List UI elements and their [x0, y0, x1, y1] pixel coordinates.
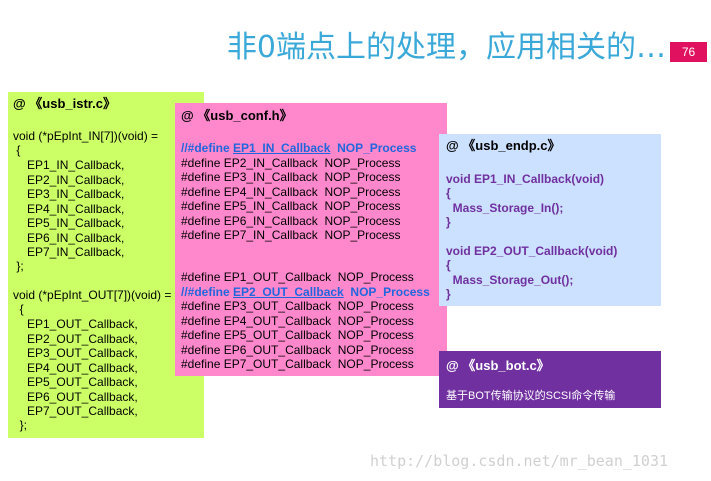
endp-fn2-close-brace: }	[446, 287, 451, 301]
define-line: #define EP7_IN_Callback NOP_Process	[181, 228, 400, 242]
istr-in-declaration: void (*pEpInt_IN[7])(void) =	[13, 129, 159, 143]
watermark: http://blog.csdn.net/mr_bean_1031	[370, 452, 669, 470]
bot-header: @ 《usb_bot.c》	[446, 358, 550, 373]
define-prefix: #define	[181, 170, 224, 184]
define-value: NOP_Process	[337, 270, 414, 284]
conf-header: @ 《usb_conf.h》	[181, 108, 293, 123]
callback-list-item: EP5_IN_Callback,	[27, 216, 125, 230]
define-value: NOP_Process	[337, 299, 414, 313]
define-prefix: #define	[181, 313, 224, 328]
callback-list-item: EP2_OUT_Callback,	[27, 331, 138, 346]
callback-list-item: EP7_IN_Callback,	[27, 245, 125, 259]
define-prefix: //#define	[181, 141, 234, 155]
endp-header: @ 《usb_endp.c》	[446, 138, 561, 153]
endp-fn1-open-brace: {	[446, 186, 451, 200]
usb-bot-panel: @ 《usb_bot.c》 基于BOT传输协议的SCSI命令传输	[439, 351, 661, 408]
define-prefix: #define	[181, 213, 224, 228]
istr-in-close-brace: };	[13, 259, 24, 273]
callback-list-item: EP2_IN_Callback,	[27, 172, 125, 187]
define-line: #define EP5_OUT_Callback NOP_Process	[181, 328, 414, 342]
usb-endp-panel: @ 《usb_endp.c》 void EP1_IN_Callback(void…	[439, 134, 661, 306]
define-line: #define EP6_OUT_Callback NOP_Process	[181, 343, 414, 357]
define-value: NOP_Process	[324, 213, 401, 228]
define-prefix: #define	[181, 270, 224, 284]
define-value: NOP_Process	[324, 199, 401, 213]
define-callback-name: EP4_OUT_Callback	[223, 313, 332, 328]
define-prefix: #define	[181, 199, 224, 213]
define-prefix: //#define	[181, 284, 234, 299]
istr-out-close-brace: };	[13, 418, 28, 432]
define-value: NOP_Process	[337, 328, 414, 342]
slide-title: 非0端点上的处理，应用相关的…	[226, 30, 666, 65]
define-line: #define EP7_OUT_Callback NOP_Process	[181, 357, 414, 371]
define-callback-name: EP4_IN_Callback	[223, 184, 318, 199]
define-value: NOP_Process	[337, 357, 414, 371]
istr-out-declaration: void (*pEpInt_OUT[7])(void) =	[13, 288, 172, 302]
endp-fn2-open-brace: {	[446, 258, 451, 272]
define-callback-name: EP5_OUT_Callback	[223, 328, 332, 342]
callback-list-item: EP3_OUT_Callback,	[27, 346, 138, 360]
define-line: #define EP6_IN_Callback NOP_Process	[181, 214, 400, 228]
define-callback-name: EP6_IN_Callback	[223, 213, 318, 228]
define-callback-name: EP3_IN_Callback	[223, 170, 318, 184]
define-prefix: #define	[181, 299, 224, 313]
istr-header: @ 《usb_istr.c》	[13, 96, 116, 111]
define-callback-name: EP3_OUT_Callback	[223, 299, 332, 313]
istr-in-open-brace: {	[13, 143, 21, 157]
define-line: //#define EP1_IN_Callback NOP_Process	[181, 141, 416, 155]
define-line: #define EP3_OUT_Callback NOP_Process	[181, 299, 414, 313]
define-callback-name: EP5_IN_Callback	[223, 199, 318, 213]
callback-list-item: EP5_OUT_Callback,	[27, 375, 138, 389]
define-line: #define EP3_IN_Callback NOP_Process	[181, 170, 400, 184]
callback-list-item: EP1_OUT_Callback,	[27, 317, 138, 331]
callback-list-item: EP7_OUT_Callback,	[27, 404, 138, 418]
endp-fn1-body: Mass_Storage_In();	[446, 201, 564, 215]
define-callback-name: EP7_OUT_Callback	[223, 357, 332, 371]
endp-fn2-declaration: void EP2_OUT_Callback(void)	[446, 244, 618, 258]
define-callback-name: EP1_IN_Callback	[233, 141, 331, 155]
define-prefix: #define	[181, 328, 224, 342]
callback-list-item: EP4_OUT_Callback,	[27, 360, 138, 375]
bot-description: 基于BOT传输协议的SCSI命令传输	[446, 390, 616, 402]
define-callback-name: EP6_OUT_Callback	[223, 342, 332, 357]
istr-out-open-brace: {	[13, 302, 24, 316]
usb-conf-panel: @ 《usb_conf.h》 //#define EP1_IN_Callback…	[175, 103, 447, 376]
define-callback-name: EP1_OUT_Callback	[223, 270, 332, 284]
define-line: #define EP2_IN_Callback NOP_Process	[181, 156, 400, 170]
define-callback-name: EP7_IN_Callback	[223, 228, 318, 242]
define-value: NOP_Process	[337, 313, 414, 328]
define-prefix: #define	[181, 228, 224, 242]
usb-istr-panel: @ 《usb_istr.c》 void (*pEpInt_IN[7])(void…	[8, 92, 204, 438]
define-line: #define EP4_OUT_Callback NOP_Process	[181, 314, 414, 328]
define-callback-name: EP2_IN_Callback	[223, 155, 318, 170]
callback-list-item: EP4_IN_Callback,	[27, 201, 125, 216]
callback-list-item: EP3_IN_Callback,	[27, 187, 125, 201]
define-value: NOP_Process	[337, 141, 417, 155]
define-value: NOP_Process	[324, 170, 401, 184]
define-value: NOP_Process	[324, 155, 401, 170]
endp-fn1-close-brace: }	[446, 215, 451, 229]
define-callback-name: EP2_OUT_Callback	[233, 284, 344, 299]
define-prefix: #define	[181, 342, 224, 357]
endp-fn1-declaration: void EP1_IN_Callback(void)	[446, 172, 605, 186]
define-value: NOP_Process	[324, 184, 401, 199]
callback-list-item: EP1_IN_Callback,	[27, 158, 125, 172]
define-prefix: #define	[181, 357, 224, 371]
define-line: //#define EP2_OUT_Callback NOP_Process	[181, 285, 430, 299]
define-line: #define EP4_IN_Callback NOP_Process	[181, 185, 400, 199]
define-value: NOP_Process	[324, 228, 401, 242]
define-line: #define EP5_IN_Callback NOP_Process	[181, 199, 400, 213]
define-value: NOP_Process	[337, 342, 414, 357]
endp-fn2-body: Mass_Storage_Out();	[446, 273, 574, 287]
callback-list-item: EP6_IN_Callback,	[27, 230, 125, 245]
page-number-badge: 76	[670, 42, 707, 62]
define-prefix: #define	[181, 184, 224, 199]
define-value: NOP_Process	[350, 284, 430, 299]
define-prefix: #define	[181, 155, 224, 170]
callback-list-item: EP6_OUT_Callback,	[27, 389, 138, 404]
define-line: #define EP1_OUT_Callback NOP_Process	[181, 270, 414, 284]
